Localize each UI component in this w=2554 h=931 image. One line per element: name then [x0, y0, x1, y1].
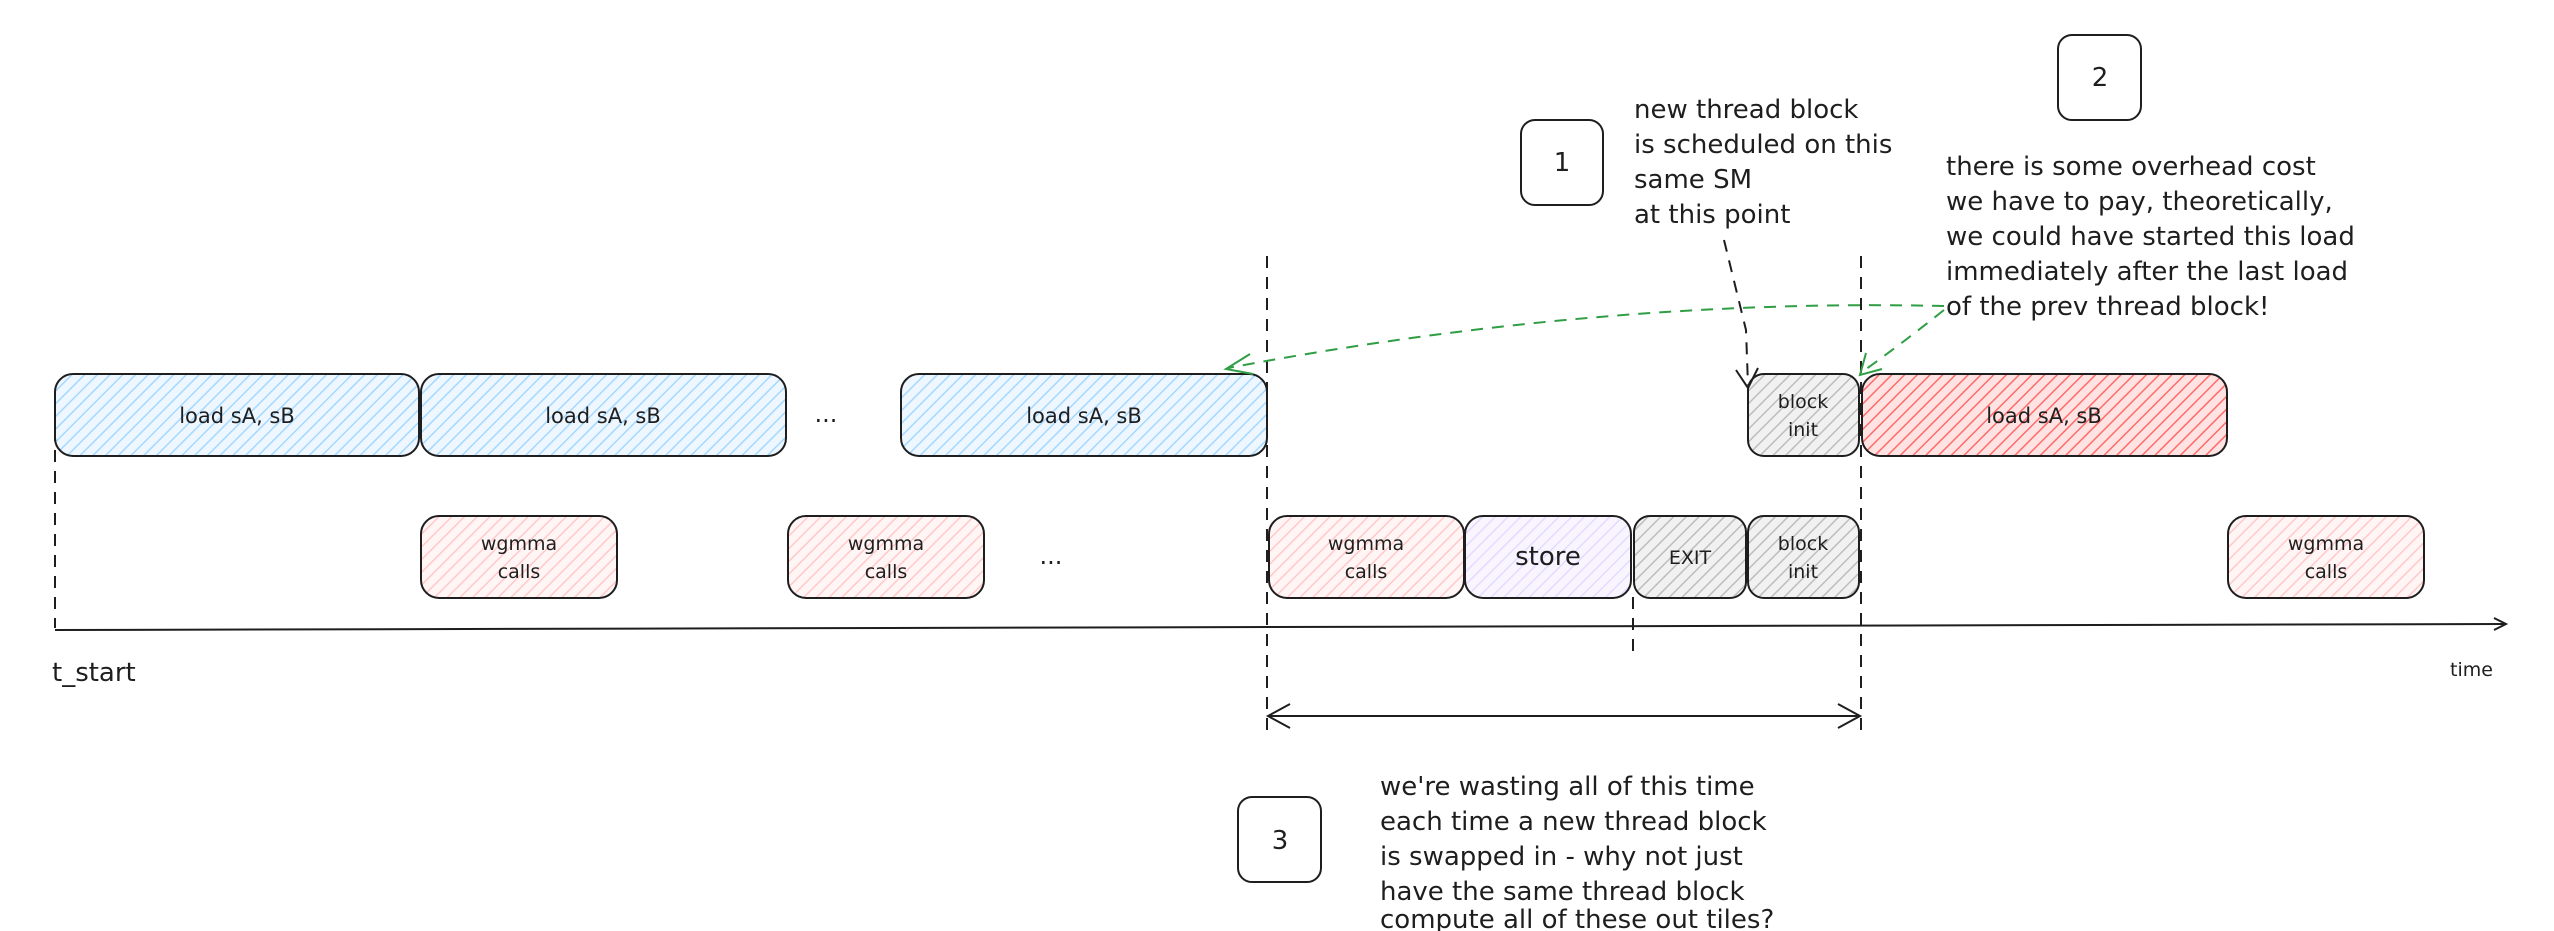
load-ellipsis: ...: [815, 400, 838, 428]
time-label: time: [2450, 659, 2493, 681]
callout-1-line-4: at this point: [1634, 200, 1790, 230]
load-block-2: load sA, sB: [420, 373, 787, 457]
load-block-new-label: load sA, sB: [1986, 404, 2102, 428]
load-block-2-label: load sA, sB: [545, 404, 661, 428]
callout-2-arrow-to-prev-load: [1227, 304, 1945, 369]
callout-3-badge: [1237, 796, 1322, 883]
wgmma-block-4: wgmma calls: [2227, 515, 2425, 599]
block-init-bottom-line1: block: [1778, 533, 1828, 555]
exit-block: EXIT: [1633, 515, 1747, 599]
callout-1-line-3: same SM: [1634, 165, 1752, 195]
callout-3: 3 we're wasting all of this time each ti…: [1237, 772, 1774, 931]
exit-block-label: EXIT: [1669, 547, 1712, 569]
block-init-bottom: block init: [1747, 515, 1860, 599]
callout-2-badge: [2057, 34, 2142, 121]
load-block-1-label: load sA, sB: [179, 404, 295, 428]
callout-3-line-1: we're wasting all of this time: [1380, 772, 1755, 802]
store-block: store: [1464, 515, 1632, 599]
load-block-new: load sA, sB: [1861, 373, 2228, 457]
wgmma-block-2-line1: wgmma: [848, 533, 924, 555]
callout-2-line-5: of the prev thread block!: [1946, 292, 2269, 322]
t-start-label: t_start: [52, 658, 136, 688]
callout-1-arrow: [1723, 239, 1749, 386]
time-axis: t_start time: [52, 624, 2505, 688]
callout-3-line-4: have the same thread block: [1380, 877, 1745, 907]
callout-1-line-1: new thread block: [1634, 95, 1858, 125]
load-block-1: load sA, sB: [54, 373, 420, 457]
block-init-top-line2: init: [1788, 419, 1818, 441]
callout-2-number: 2: [2092, 63, 2109, 93]
callout-2: 2 there is some overhead cost we have to…: [1223, 34, 2355, 377]
callout-1-badge: [1520, 119, 1604, 206]
wgmma-block-1-line1: wgmma: [481, 533, 557, 555]
block-init-top: block init: [1747, 373, 1860, 457]
wgmma-block-2: wgmma calls: [787, 515, 985, 599]
callout-2-line-2: we have to pay, theoretically,: [1946, 187, 2333, 217]
wgmma-block-2-line2: calls: [865, 561, 908, 583]
callout-1-line-2: is scheduled on this: [1634, 130, 1892, 160]
callout-2-line-3: we could have started this load: [1946, 222, 2355, 252]
callout-1-number: 1: [1554, 148, 1571, 178]
block-init-bottom-line2: init: [1788, 561, 1818, 583]
load-block-3: load sA, sB: [900, 373, 1268, 457]
wgmma-block-4-line2: calls: [2305, 561, 2348, 583]
load-block-3-label: load sA, sB: [1026, 404, 1142, 428]
callout-2-line-1: there is some overhead cost: [1946, 152, 2316, 182]
callout-3-line-5: compute all of these out tiles?: [1380, 905, 1774, 931]
wgmma-block-4-line1: wgmma: [2288, 533, 2364, 555]
callout-3-line-3: is swapped in - why not just: [1380, 842, 1743, 872]
callout-2-arrow-to-new-load: [1861, 309, 1945, 373]
callout-3-number: 3: [1272, 826, 1289, 856]
store-block-label: store: [1515, 542, 1581, 572]
wasted-time-span-arrow: [1265, 703, 1863, 729]
wgmma-block-1-line2: calls: [498, 561, 541, 583]
block-init-top-line1: block: [1778, 391, 1828, 413]
wgmma-ellipsis: ...: [1040, 542, 1063, 570]
callout-2-line-4: immediately after the last load: [1946, 257, 2348, 287]
callout-1: 1 new thread block is scheduled on this …: [1520, 95, 1892, 390]
wgmma-block-3-line2: calls: [1345, 561, 1388, 583]
callout-3-line-2: each time a new thread block: [1380, 807, 1767, 837]
wgmma-block-3-line1: wgmma: [1328, 533, 1404, 555]
wgmma-block-1: wgmma calls: [420, 515, 618, 599]
wgmma-block-3: wgmma calls: [1268, 515, 1465, 599]
